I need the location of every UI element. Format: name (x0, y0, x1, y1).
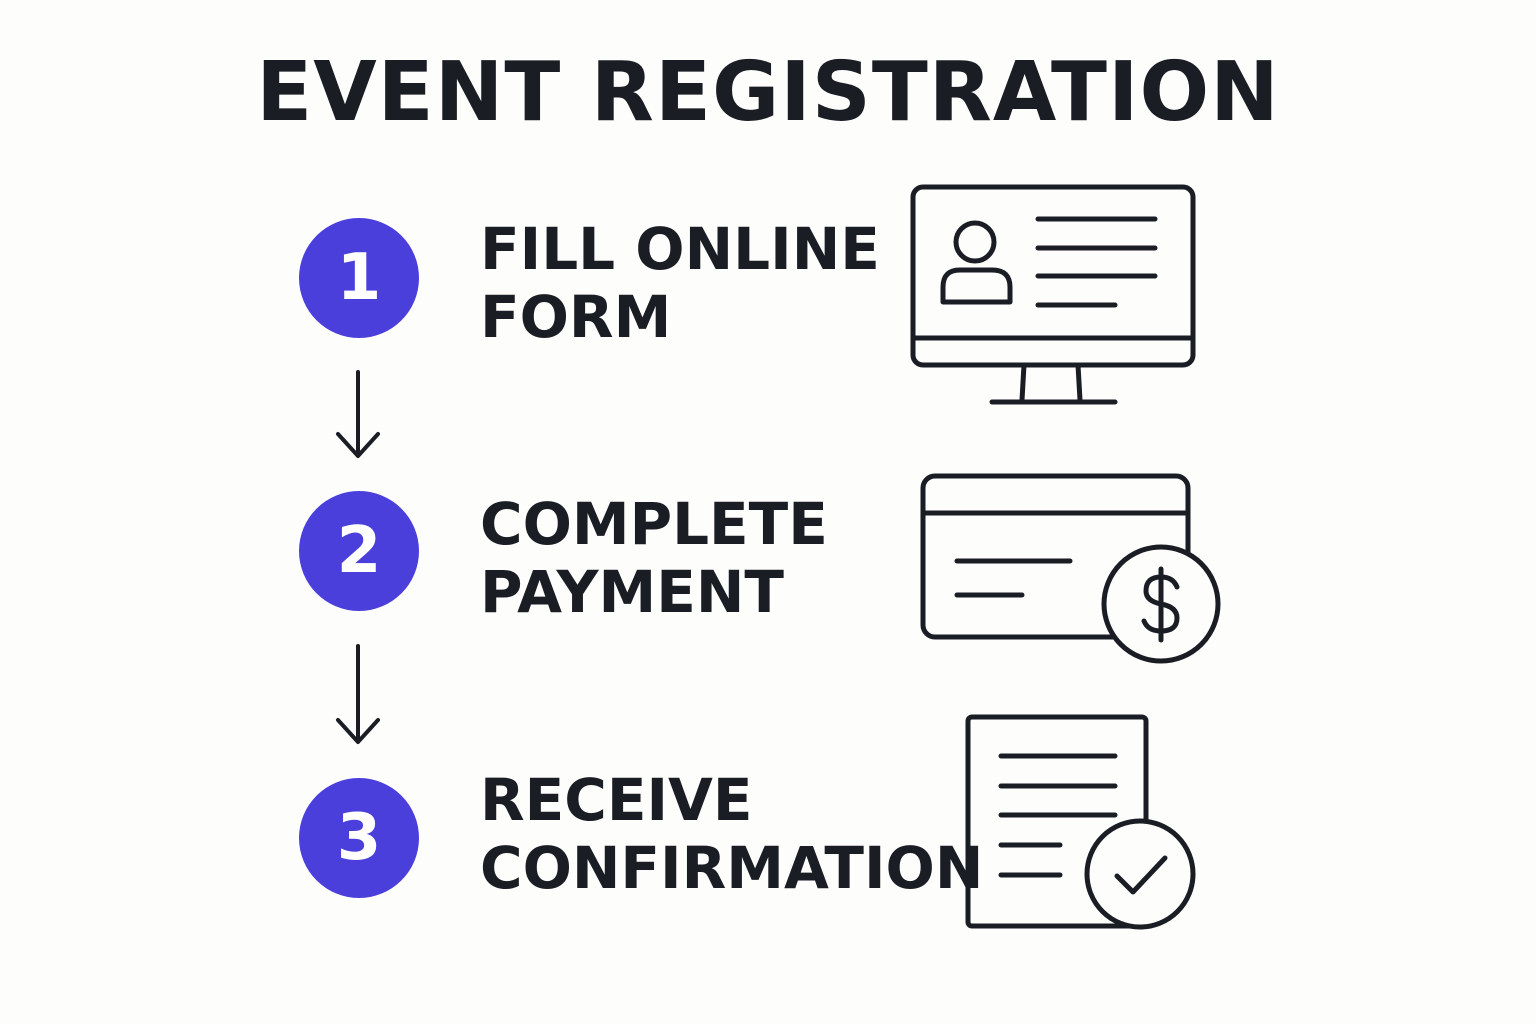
step-2-label-line-2: PAYMENT (480, 558, 784, 626)
page-title: EVENT REGISTRATION (256, 45, 1280, 140)
computer-form-icon (910, 184, 1196, 405)
document-check-icon (965, 714, 1196, 930)
step-3-label-line-2: CONFIRMATION (480, 834, 984, 902)
step-1-label: FILL ONLINE FORM (480, 215, 880, 351)
step-3-label-line-1: RECEIVE (480, 766, 753, 834)
step-2-label: COMPLETE PAYMENT (480, 490, 828, 626)
step-3-label: RECEIVE CONFIRMATION (480, 766, 983, 902)
step-1-label-line-1: FILL ONLINE (480, 215, 880, 283)
credit-card-dollar-icon (920, 473, 1221, 664)
step-3-number-badge: 3 (299, 778, 419, 898)
down-arrow-icon (336, 370, 380, 458)
step-2-label-line-1: COMPLETE (480, 490, 828, 558)
step-1-number-badge: 1 (299, 218, 419, 338)
step-2-number-badge: 2 (299, 491, 419, 611)
down-arrow-icon (336, 644, 380, 744)
step-1-label-line-2: FORM (480, 283, 672, 351)
